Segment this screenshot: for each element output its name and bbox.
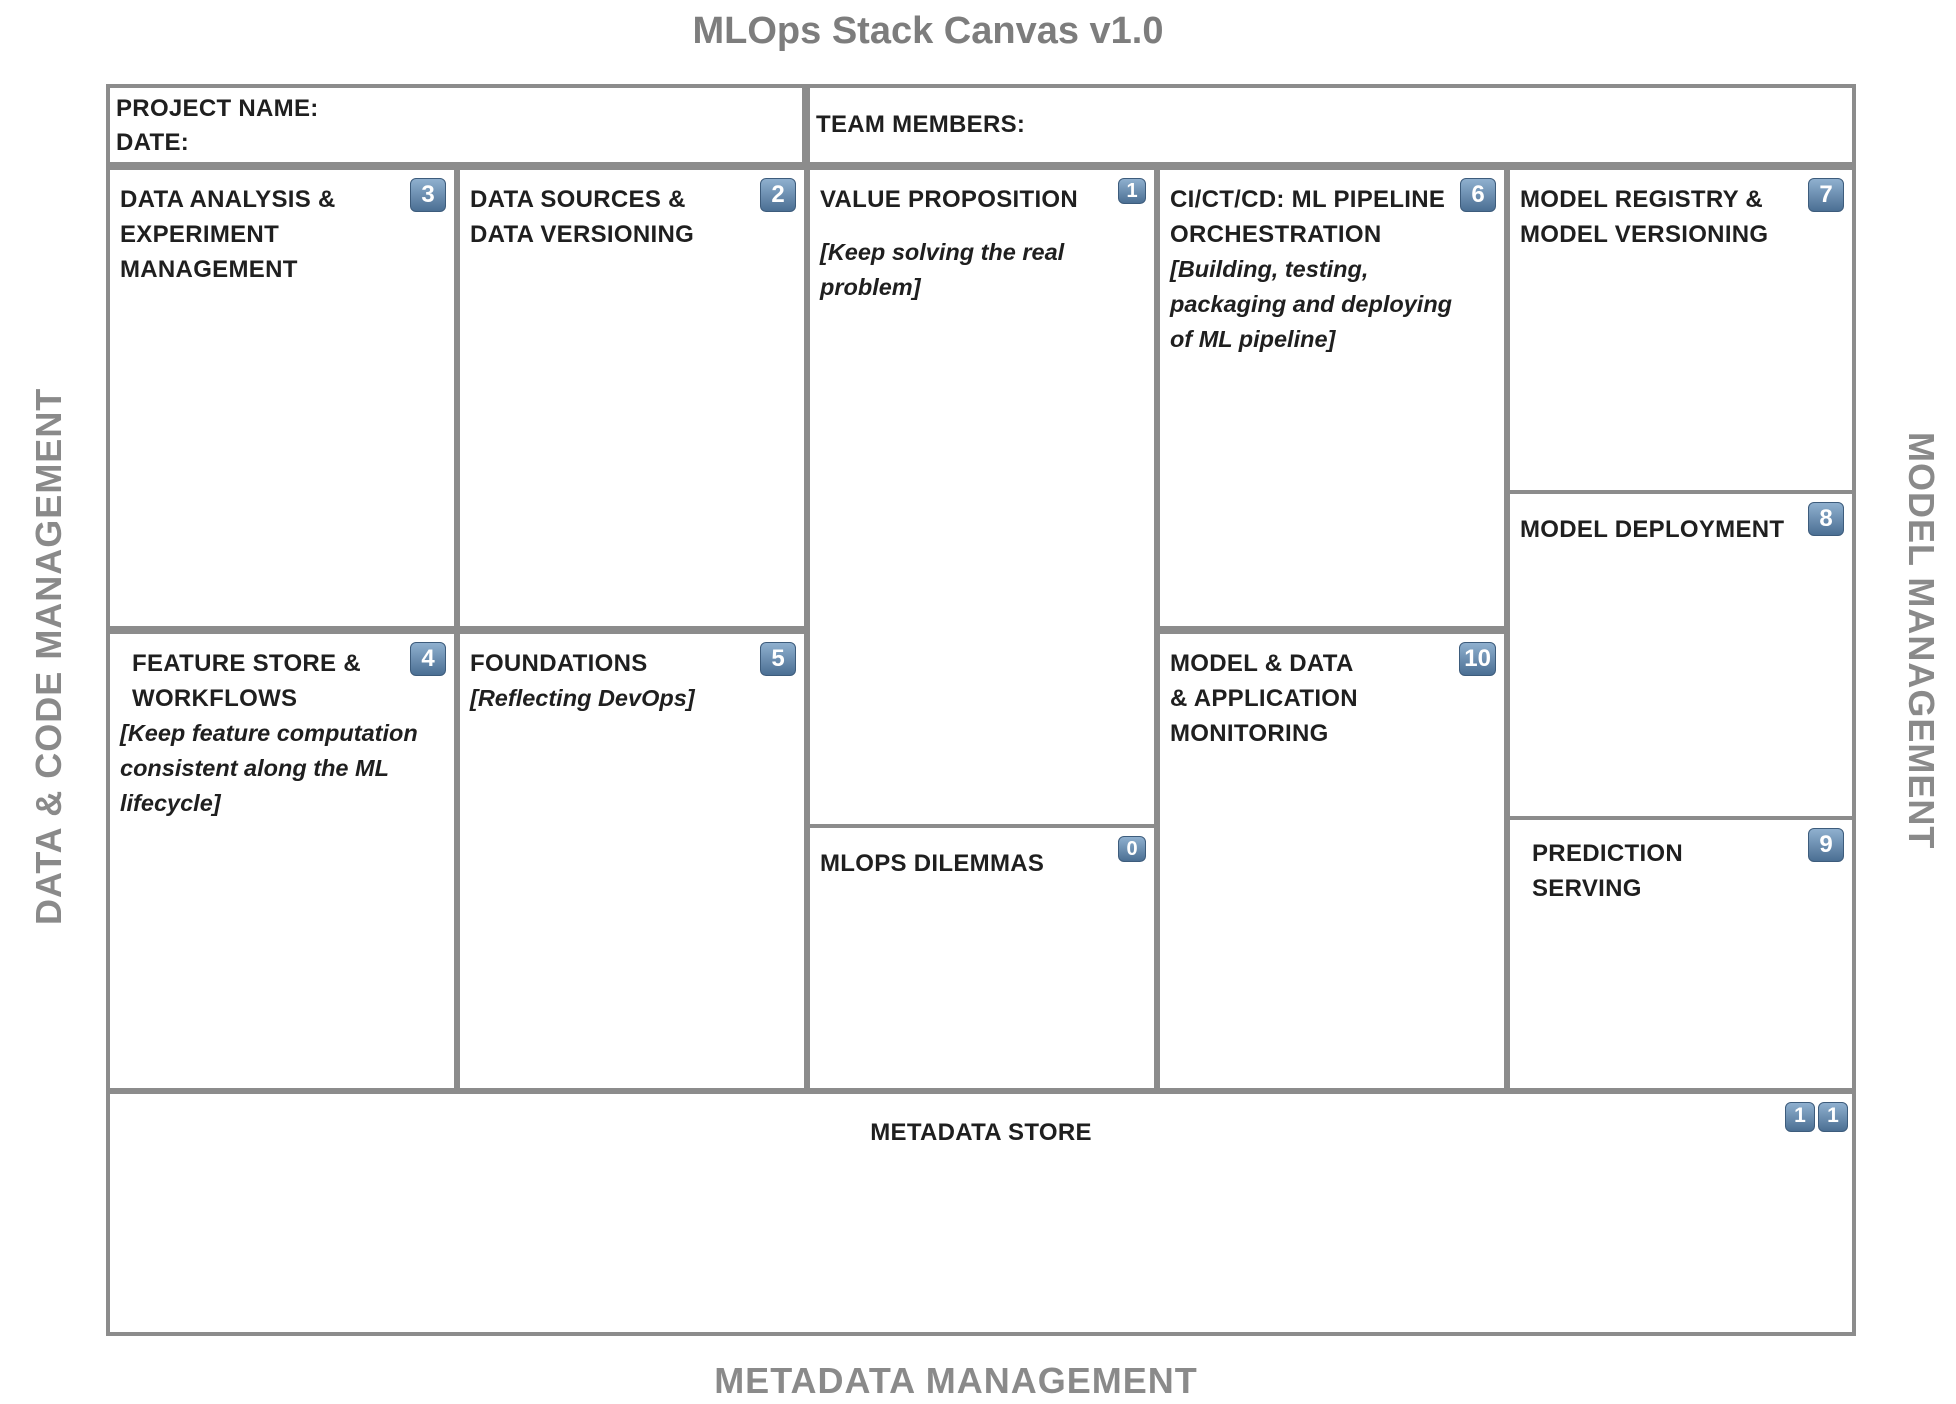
- project-info-block[interactable]: PROJECT NAME: DATE:: [106, 84, 806, 166]
- badge-digit: 1: [1818, 1102, 1848, 1132]
- monitoring-block[interactable]: MODEL & DATA & APPLICATION MONITORING 10: [1156, 630, 1508, 1092]
- foundations-block[interactable]: FOUNDATIONS [Reflecting DevOps] 5: [456, 630, 808, 1092]
- team-members-label: TEAM MEMBERS:: [816, 111, 1026, 138]
- block-title: VALUE PROPOSITION: [820, 186, 1079, 213]
- project-name-label: PROJECT NAME:: [116, 95, 319, 122]
- block-number-badge: 7: [1808, 178, 1844, 212]
- block-number-badge: 10: [1459, 642, 1496, 676]
- feature-store-block[interactable]: FEATURE STORE & WORKFLOWS [Keep feature …: [106, 630, 458, 1092]
- date-label: DATE:: [116, 129, 190, 156]
- block-title: CI/CT/CD: ML PIPELINE ORCHESTRATION: [1170, 186, 1446, 248]
- block-subtitle: [Keep feature computation consistent alo…: [120, 720, 418, 816]
- value-proposition-block[interactable]: VALUE PROPOSITION [Keep solving the real…: [806, 166, 1158, 828]
- block-title: MODEL DEPLOYMENT: [1520, 516, 1785, 543]
- model-management-label: MODEL MANAGEMENT: [1901, 432, 1942, 850]
- block-number-badge: 1 1: [1785, 1102, 1848, 1136]
- prediction-serving-block[interactable]: PREDICTION SERVING 9: [1506, 816, 1856, 1092]
- block-number-badge: 8: [1808, 502, 1844, 536]
- block-title: DATA ANALYSIS & EXPERIMENT MANAGEMENT: [120, 186, 336, 283]
- block-number-badge: 5: [760, 642, 796, 676]
- mlops-dilemmas-block[interactable]: MLOPS DILEMMAS 0: [806, 824, 1158, 1092]
- data-analysis-block[interactable]: DATA ANALYSIS & EXPERIMENT MANAGEMENT 3: [106, 166, 458, 630]
- team-members-block[interactable]: TEAM MEMBERS:: [806, 84, 1856, 166]
- data-sources-block[interactable]: DATA SOURCES & DATA VERSIONING 2: [456, 166, 808, 630]
- block-title: FEATURE STORE & WORKFLOWS: [132, 650, 361, 712]
- model-deployment-block[interactable]: MODEL DEPLOYMENT 8: [1506, 490, 1856, 820]
- block-subtitle: [Reflecting DevOps]: [470, 685, 695, 711]
- canvas-title: MLOps Stack Canvas v1.0: [692, 10, 1164, 52]
- block-subtitle: [Keep solving the real problem]: [820, 239, 1065, 300]
- badge-digit: 1: [1785, 1102, 1815, 1132]
- metadata-management-label: METADATA MANAGEMENT: [714, 1360, 1198, 1401]
- block-number-badge: 9: [1808, 828, 1844, 862]
- model-registry-block[interactable]: MODEL REGISTRY & MODEL VERSIONING 7: [1506, 166, 1856, 494]
- block-title: MODEL REGISTRY & MODEL VERSIONING: [1520, 186, 1769, 248]
- ci-ct-cd-block[interactable]: CI/CT/CD: ML PIPELINE ORCHESTRATION [Bui…: [1156, 166, 1508, 630]
- block-title: PREDICTION SERVING: [1532, 840, 1684, 902]
- block-number-badge: 0: [1118, 836, 1146, 862]
- block-number-badge: 2: [760, 178, 796, 212]
- metadata-store-block[interactable]: METADATA STORE 1 1: [106, 1090, 1856, 1336]
- data-code-management-label: DATA & CODE MANAGEMENT: [28, 387, 69, 925]
- block-title: DATA SOURCES & DATA VERSIONING: [470, 186, 695, 248]
- block-number-badge: 6: [1460, 178, 1496, 212]
- block-subtitle: [Building, testing, packaging and deploy…: [1170, 256, 1453, 352]
- block-number-badge: 4: [410, 642, 446, 676]
- block-title: MODEL & DATA & APPLICATION MONITORING: [1170, 650, 1358, 747]
- block-number-badge: 3: [410, 178, 446, 212]
- block-title: METADATA STORE: [870, 1119, 1092, 1146]
- block-number-badge: 1: [1118, 178, 1146, 204]
- block-title: FOUNDATIONS: [470, 650, 648, 677]
- block-title: MLOPS DILEMMAS: [820, 850, 1045, 877]
